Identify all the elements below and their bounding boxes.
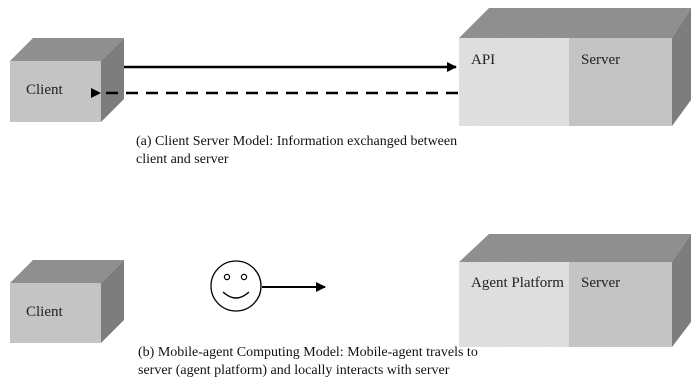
client-box-b-top	[10, 260, 124, 283]
caption-a: (a) Client Server Model: Information exc…	[136, 134, 458, 167]
client-box-a-top	[10, 38, 124, 61]
server-face-b	[569, 262, 672, 347]
server-block-b-top	[459, 234, 691, 262]
mobile-agent-smiley-icon	[210, 260, 262, 312]
server-label-a: Server	[581, 52, 620, 68]
server-block-a: API Server	[459, 8, 691, 126]
server-block-b-side	[672, 234, 691, 347]
client-label-b: Client	[26, 304, 63, 320]
client-box-a-side	[101, 38, 124, 122]
client-box-b-side	[101, 260, 124, 343]
server-block-a-side	[672, 8, 691, 126]
client-box-a: Client	[10, 38, 124, 122]
api-face-texture	[459, 38, 569, 126]
server-block-a-top	[459, 8, 691, 38]
client-box-a-front	[10, 61, 101, 122]
client-box-b: Client	[10, 260, 124, 343]
api-label: API	[471, 52, 495, 68]
agent-platform-label: Agent Platform	[471, 275, 564, 291]
server-block-b: Agent Platform Server	[459, 234, 691, 347]
caption-b: (b) Mobile-agent Computing Model: Mobile…	[138, 345, 478, 378]
server-face-a	[569, 38, 672, 126]
client-box-b-front	[10, 283, 101, 343]
agent-platform-face-texture	[459, 262, 569, 347]
server-label-b: Server	[581, 275, 620, 291]
client-label-a: Client	[26, 82, 63, 98]
